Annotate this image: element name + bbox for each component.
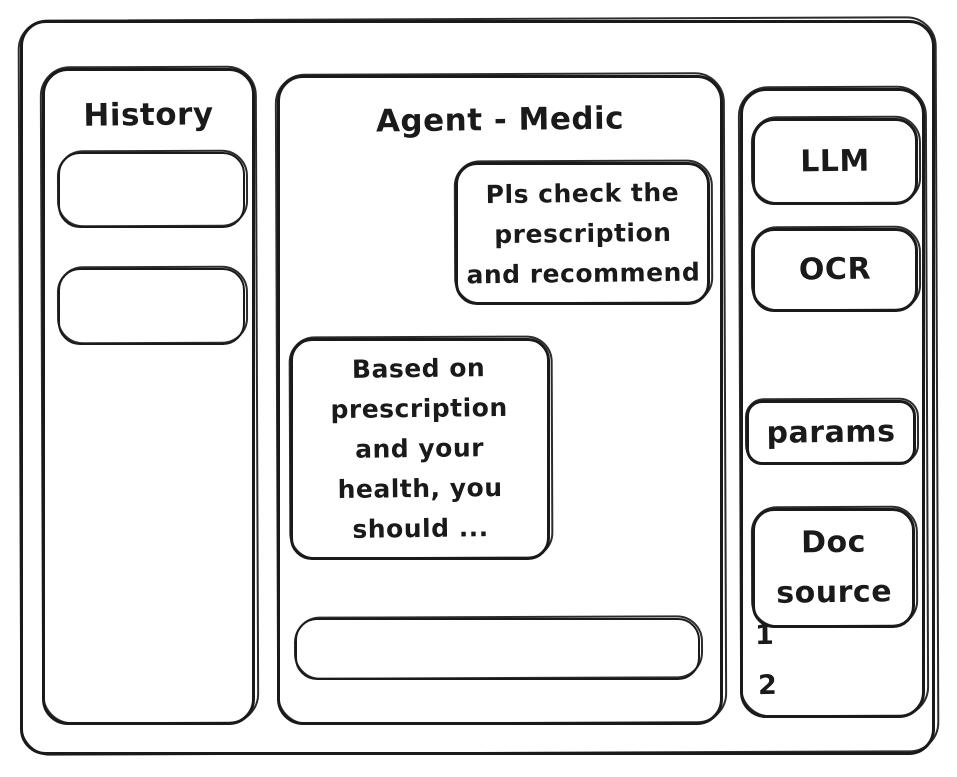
doc-source-title: Doc source (775, 517, 892, 618)
tool-button-llm-label: LLM (799, 143, 871, 179)
doc-source-line-1: Doc (800, 524, 866, 561)
message-bubble-assistant-body: Based on prescription and your health, y… (290, 338, 550, 560)
message-user-line-3: and recommend (465, 257, 701, 289)
message-assistant-line-1: Based on (352, 353, 486, 384)
message-assistant-line-5: should ... (352, 513, 490, 544)
message-user-line-2: prescription (493, 217, 672, 249)
message-bubble-assistant: Based on prescription and your health, y… (288, 335, 554, 560)
history-item-2[interactable] (56, 265, 249, 346)
history-item-1-label (58, 151, 246, 229)
tool-button-ocr[interactable]: OCR (750, 225, 922, 312)
tool-button-params-label: params (766, 413, 896, 451)
history-title: History (83, 96, 214, 134)
history-item-2-label (58, 267, 246, 346)
doc-source-line-2: source (775, 574, 892, 611)
page-title: Agent - Medic (375, 100, 625, 140)
doc-source-entry-1[interactable]: 1 (754, 619, 775, 652)
message-assistant-line-2: prescription (330, 392, 509, 425)
doc-source-card[interactable]: Doc source (750, 505, 919, 628)
tool-button-params[interactable]: params (744, 397, 920, 465)
message-input-value (295, 616, 701, 683)
doc-source-card-body: Doc source (752, 508, 915, 628)
message-user-text: Pls check the prescription and recommend (465, 172, 700, 295)
history-item-1[interactable] (56, 149, 249, 229)
tool-button-ocr-label: OCR (798, 251, 872, 288)
message-bubble-user: Pls check the prescription and recommend (453, 159, 714, 305)
message-assistant-line-4: health, you (337, 472, 504, 505)
message-input[interactable] (293, 615, 704, 683)
message-assistant-line-3: and your (355, 433, 485, 464)
tool-button-llm[interactable]: LLM (750, 115, 922, 205)
message-bubble-user-body: Pls check the prescription and recommend (455, 162, 710, 305)
message-user-line-1: Pls check the (485, 177, 679, 209)
message-assistant-text: Based on prescription and your health, y… (330, 348, 510, 550)
doc-source-entry-2[interactable]: 2 (757, 669, 778, 702)
